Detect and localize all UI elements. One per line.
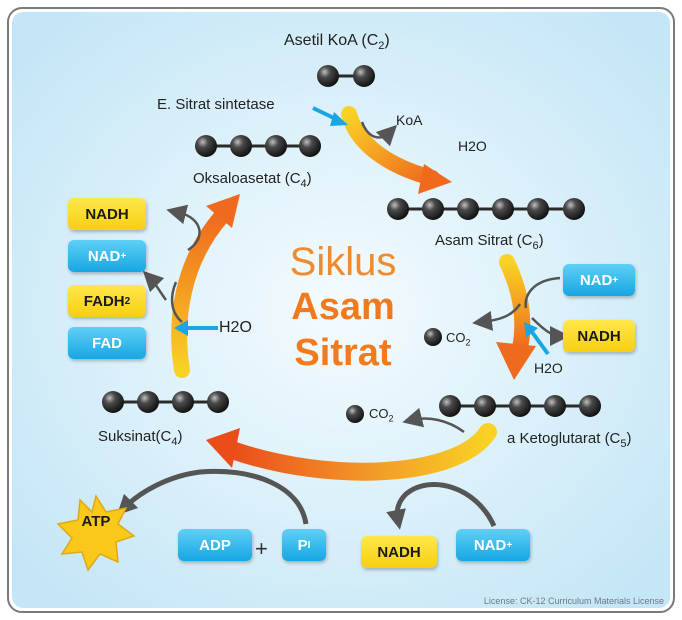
molecule-ball-icon [563,198,585,220]
cycle-arrow-right-head [496,342,536,380]
curved-arrow-icon [472,303,522,331]
badge-nadh-right: NADH [563,320,635,352]
badge-nadh-left: NADH [68,198,146,230]
molecule-ball-icon [387,198,409,220]
molecule-ball-icon [230,135,252,157]
molecule-ball-icon [137,391,159,413]
cycle-arrow-right [499,254,531,356]
cycle-arrow-left-head [206,194,240,228]
badge-nad-bottom: NAD+ [456,529,530,561]
curved-arrow-icon [402,407,465,434]
cycle-arrow-bottom [223,423,497,481]
cycle-arrow-left [171,208,230,378]
label-co2-bottom: CO2 [369,406,394,424]
cycle-arrow-top-head [418,164,452,194]
molecule-ketoglutarate [439,395,601,417]
badge-nadh-bottom: NADH [361,536,437,568]
title-sitrat: Sitrat [294,332,392,374]
title-siklus: Siklus [289,240,397,284]
molecule-ball-icon [422,198,444,220]
molecule-ball-icon [492,198,514,220]
label-h2o-left: H2O [219,319,252,336]
molecule-ball-icon [579,395,601,417]
badge-fad: FAD [68,327,146,359]
cycle-arrows [171,106,536,481]
curved-arrow-icon [531,317,570,346]
molecule-ball-icon [317,65,339,87]
molecule-ball-icon [439,395,461,417]
molecule-ball-icon [509,395,531,417]
molecule-ball-icon [195,135,217,157]
label-koa: KoA [396,112,423,128]
curved-arrow-icon [166,204,201,252]
label-oksaloasetat: Oksaloasetat (C4) [193,170,312,190]
molecule-ball-icon [457,198,479,220]
title-asam: Asam [291,286,395,328]
molecule-oxaloacetate [195,135,321,157]
cycle-arrow-top [341,106,440,186]
blue-arrows [174,106,550,356]
molecule-citrate [387,198,585,220]
molecule-ball-icon [172,391,194,413]
label-ketoglutarat: a Ketoglutarat (C5) [507,430,632,450]
molecule-ball-icon [527,198,549,220]
curved-arrow-icon [524,276,561,309]
molecule-succinate [102,391,229,413]
gray-arrows [116,121,570,530]
molecule-ball-icon [299,135,321,157]
molecule-ball-icon [474,395,496,417]
co2-ball-icon [424,328,442,346]
molecule-ball-icon [102,391,124,413]
label-h2o-right: H2O [534,360,563,376]
badge-nad-right: NAD+ [563,264,635,296]
atp-star-icon [56,494,136,572]
label-asam-sitrat: Asam Sitrat (C6) [435,232,544,252]
blue-arrow-icon [530,330,550,356]
curved-arrow-icon [360,121,398,147]
curved-arrow-icon [116,468,309,525]
plus-sign: + [255,536,268,561]
molecule-ball-icon [544,395,566,417]
curved-arrow-icon [170,281,183,323]
license-text: License: CK-12 Curriculum Materials Lice… [483,596,664,606]
panel-background [12,12,670,608]
molecule-ball-icon [265,135,287,157]
co2-ball-icon [346,405,364,423]
molecule-ball-icon [207,391,229,413]
molecule-ball-icon [353,65,375,87]
label-asetil-koa: Asetil KoA (C2) [284,32,390,53]
label-enzyme: E. Sitrat sintetase [157,96,275,113]
label-h2o-top: H2O [458,138,487,154]
cycle-arrow-bottom-head [206,428,240,468]
curved-arrow-icon [142,270,168,301]
molecule-acetyl-coa [317,65,375,87]
label-atp: ATP [81,513,111,530]
label-suksinat: Suksinat(C4) [98,428,183,448]
label-co2-right: CO2 [446,330,471,348]
badge-adp: ADP [178,529,252,561]
curved-arrow-icon [386,482,497,530]
badge-nad-left: NAD+ [68,240,146,272]
